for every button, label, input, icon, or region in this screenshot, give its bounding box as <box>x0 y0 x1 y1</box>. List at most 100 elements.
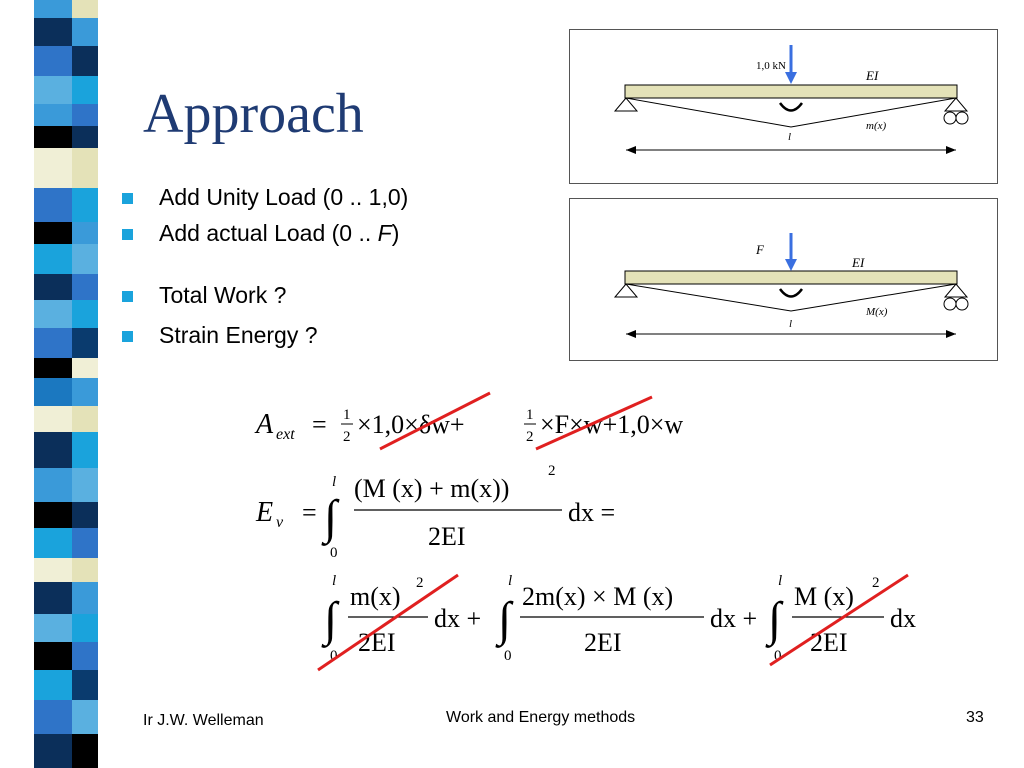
footer-author: Ir J.W. Welleman <box>143 712 264 729</box>
strip-block <box>72 700 98 734</box>
half-numerator: 1 <box>526 407 534 423</box>
strip-block <box>72 126 98 148</box>
pin-support-icon <box>613 283 639 298</box>
roller-support-icon <box>943 283 969 298</box>
strip-block <box>72 222 98 244</box>
strip-block <box>72 642 98 670</box>
beam <box>624 84 958 99</box>
strip-block <box>34 642 72 670</box>
strip-block <box>72 528 98 558</box>
aext-subscript: ext <box>276 426 295 443</box>
load-arrowhead-icon <box>785 72 797 84</box>
equation-split-integrals: l ∫ 0 m(x) 2 2EI dx + l ∫ 0 2m(x) × M (x… <box>317 573 916 672</box>
integral-sign: ∫ <box>321 491 340 546</box>
moment-label: m(x) <box>866 120 886 132</box>
term2-numerator: 2m(x) × M (x) <box>522 582 673 611</box>
strip-block <box>72 734 98 768</box>
strip-block <box>34 358 72 378</box>
strip-block <box>34 432 72 468</box>
strike-through-line <box>317 573 459 672</box>
strip-block <box>72 46 98 76</box>
strip-block <box>34 222 72 244</box>
strip-block <box>72 300 98 328</box>
length-label: l <box>789 318 792 330</box>
strip-block <box>72 358 98 378</box>
half-numerator: 1 <box>343 407 351 423</box>
ev-denominator: 2EI <box>428 522 466 551</box>
dimension-arrow-icon <box>946 146 956 154</box>
half-denominator: 2 <box>526 429 534 445</box>
strip-block <box>72 378 98 406</box>
bullet-text: Add Unity Load (0 .. 1,0) <box>159 184 409 210</box>
bullet-text: Strain Energy ? <box>159 322 318 348</box>
load-label: 1,0 kN <box>756 60 786 72</box>
integral-lower-limit: 0 <box>330 648 338 664</box>
strip-block <box>34 502 72 528</box>
strip-block <box>72 582 98 614</box>
curvature-icon <box>778 288 804 298</box>
half-denominator: 2 <box>343 429 351 445</box>
unity-load-diagram: 1,0 kN EI m(x) l <box>569 29 998 184</box>
aext-equals: = <box>312 410 327 439</box>
strip-block <box>34 734 72 768</box>
ev-subscript: v <box>276 514 284 531</box>
term2-dx: dx + <box>710 604 757 633</box>
footer-course: Work and Energy methods <box>446 709 636 726</box>
integral-sign: ∫ <box>321 593 340 648</box>
roller-wheel-icon <box>943 297 957 311</box>
strip-block <box>34 76 72 104</box>
bullet-text: Total Work ? <box>159 282 287 308</box>
strip-block <box>72 0 98 18</box>
strip-block <box>34 670 72 700</box>
term3-denominator: 2EI <box>810 628 848 657</box>
strip-block <box>34 468 72 502</box>
strip-block <box>72 614 98 642</box>
integral-lower-limit: 0 <box>330 545 338 561</box>
bullet-square-icon <box>122 291 133 302</box>
term3-power: 2 <box>872 575 880 591</box>
strip-block <box>34 148 72 188</box>
footer-page-number: 33 <box>966 709 984 726</box>
equations: A ext = 1 2 ×1,0×δw+ 1 2 ×F×w+1,0×w E v … <box>254 391 916 672</box>
bullet-square-icon <box>122 331 133 342</box>
pin-support-icon <box>613 97 639 112</box>
term2-denominator: 2EI <box>584 628 622 657</box>
moment-line <box>625 283 957 312</box>
integral-upper-limit: l <box>332 474 336 490</box>
strip-block <box>72 244 98 274</box>
strip-block <box>34 274 72 300</box>
strip-block <box>34 188 72 222</box>
strip-block <box>34 614 72 642</box>
term3-numerator: M (x) <box>794 582 854 611</box>
roller-support-icon <box>943 97 969 112</box>
strip-block <box>72 104 98 126</box>
strip-block <box>72 502 98 528</box>
term1-numerator: m(x) <box>350 582 401 611</box>
strike-through-line <box>379 391 491 451</box>
curvature-icon <box>778 102 804 112</box>
strip-block <box>34 18 72 46</box>
page-title: Approach <box>143 83 364 145</box>
roller-wheel-icon <box>955 111 969 125</box>
strip-block <box>34 528 72 558</box>
ev-numerator: (M (x) + m(x)) <box>354 474 509 503</box>
roller-wheel-icon <box>943 111 957 125</box>
bullet-text-pre: Add actual Load (0 .. <box>159 220 378 246</box>
equation-strain-energy: E v = l ∫ 0 (M (x) + m(x)) 2 2EI dx = <box>255 463 615 561</box>
strip-block <box>72 328 98 358</box>
integral-lower-limit: 0 <box>774 648 782 664</box>
beam <box>624 270 958 285</box>
strip-block <box>72 18 98 46</box>
bullet-text-variable: F <box>377 220 392 246</box>
dimension-arrow-icon <box>626 146 636 154</box>
term1-denominator: 2EI <box>358 628 396 657</box>
bullet-square-icon <box>122 229 133 240</box>
strike-through-line <box>535 395 653 451</box>
actual-load-diagram: F EI M(x) l <box>569 198 998 361</box>
roller-wheel-icon <box>955 297 969 311</box>
strip-block <box>72 468 98 502</box>
stiffness-label: EI <box>851 255 865 270</box>
dimension-arrow-icon <box>946 330 956 338</box>
strip-block <box>72 432 98 468</box>
bullet-text-post: ) <box>391 220 400 246</box>
